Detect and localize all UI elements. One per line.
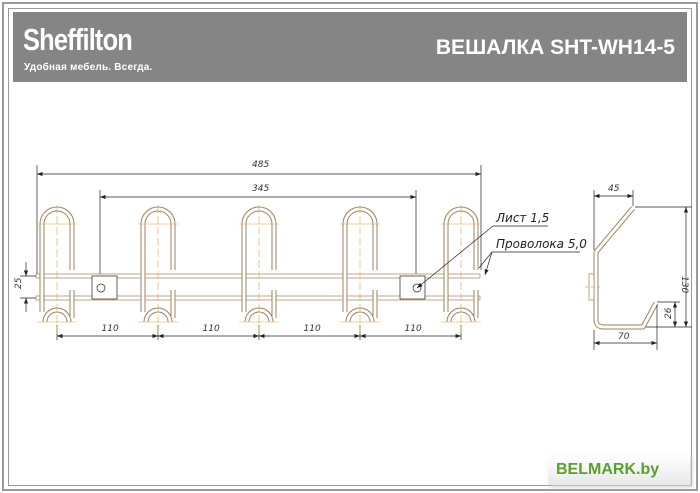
- front-view: 485 345 25 110 110 110 110: [14, 160, 587, 340]
- dim-345: 345: [99, 184, 417, 287]
- dim-label-70: 70: [618, 332, 630, 342]
- dim-label-45: 45: [608, 184, 620, 194]
- pitch-dimension: 110: [258, 324, 360, 340]
- hook: [340, 205, 380, 335]
- pitch-dimension: 110: [359, 324, 462, 340]
- watermark: BELMARK.by: [556, 461, 660, 478]
- dim-label-110: 110: [405, 324, 422, 334]
- dim-label-130: 130: [679, 276, 689, 293]
- dim-label-485: 485: [252, 160, 269, 170]
- hook: [138, 205, 178, 335]
- pitch-dimension: 110: [157, 324, 259, 340]
- hook: [37, 205, 77, 335]
- horizontal-bars: [35, 273, 481, 301]
- dim-label-110: 110: [203, 324, 220, 334]
- dim-25: 25: [14, 262, 40, 312]
- dim-label-110: 110: [304, 324, 321, 334]
- dim-label-25: 25: [14, 277, 24, 289]
- dim-485: 485: [36, 160, 482, 278]
- logo: Sheffilton: [23, 22, 133, 57]
- watermark-background: [548, 455, 690, 485]
- product-title: ВЕШАЛКА SHT-WH14-5: [435, 36, 675, 59]
- hooks: [37, 205, 481, 335]
- header-bar: Sheffilton Удобная мебель. Всегда. ВЕШАЛ…: [13, 12, 687, 82]
- hook: [441, 205, 481, 335]
- dim-label-110: 110: [102, 324, 119, 334]
- mount-bracket-left: [91, 275, 118, 300]
- side-view: 45 130 26 70: [585, 184, 692, 350]
- dim-label-26: 26: [664, 307, 674, 319]
- tagline: Удобная мебель. Всегда.: [24, 62, 153, 73]
- hook: [239, 205, 279, 335]
- note-sheet: Лист 1,5: [495, 211, 549, 225]
- note-wire: Проволока 5,0: [496, 237, 587, 251]
- inner-frame: [8, 8, 692, 486]
- pitch-dimension: 110: [56, 324, 158, 340]
- mount-bracket-right: [399, 275, 426, 300]
- dim-label-345: 345: [252, 184, 269, 194]
